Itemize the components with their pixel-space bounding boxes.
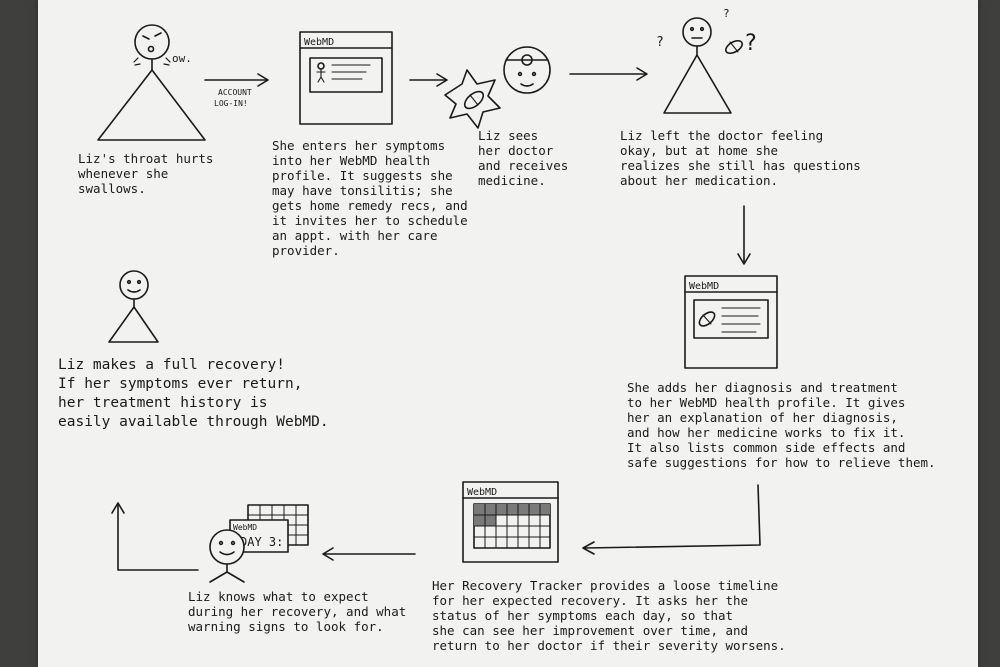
arrow-account-login <box>204 73 269 87</box>
liz-questions-figure <box>663 17 732 114</box>
liz-recovered-figure <box>108 270 159 343</box>
account-label-line2: LOG-IN! <box>214 99 248 108</box>
paper-sheet <box>38 0 978 667</box>
question-mark-3: ? <box>744 31 757 56</box>
liz-sore-throat-figure <box>97 24 206 141</box>
pill-question-icon <box>725 39 743 55</box>
webmd-label-1: WebMD <box>304 37 334 48</box>
arrow-to-questions <box>569 67 648 81</box>
ow-label: ow. <box>172 52 192 65</box>
caption-adds-diagnosis: She adds her diagnosis and treatment to … <box>627 380 936 470</box>
account-label-line1: ACCOUNT <box>218 88 252 97</box>
question-mark-2: ? <box>723 7 730 20</box>
caption-knows-expect: Liz knows what to expect during her reco… <box>188 589 407 634</box>
question-mark-1: ? <box>656 35 664 50</box>
doctor-figure <box>503 46 551 94</box>
caption-recovery-tracker: Her Recovery Tracker provides a loose ti… <box>432 578 786 653</box>
day-label: DAY 3: <box>240 535 283 549</box>
webmd-screen-2 <box>684 275 778 369</box>
caption-full-recovery: Liz makes a full recovery! If her sympto… <box>58 357 329 430</box>
arrow-to-tracker <box>582 484 761 555</box>
arrow-down-to-profile <box>737 205 751 265</box>
caption-throat-hurts: Liz's throat hurts whenever she swallows… <box>78 151 214 196</box>
liz-calm-figure <box>209 529 245 583</box>
webmd-label-3: WebMD <box>467 487 497 498</box>
webmd-screen-1 <box>299 31 393 125</box>
webmd-label-4: WebMD <box>233 523 257 532</box>
webmd-label-2: WebMD <box>689 281 719 292</box>
arrow-up-to-recovery <box>111 502 199 571</box>
caption-enters-symptoms: She enters her symptoms into her WebMD h… <box>272 138 468 258</box>
caption-sees-doctor: Liz sees her doctor and receives medicin… <box>478 128 569 188</box>
arrow-to-knows <box>322 547 416 561</box>
arrow-to-doctor <box>409 73 448 87</box>
pill-burst-icon <box>444 69 501 129</box>
caption-has-questions: Liz left the doctor feeling okay, but at… <box>620 128 861 188</box>
webmd-tracker-screen <box>462 481 559 563</box>
